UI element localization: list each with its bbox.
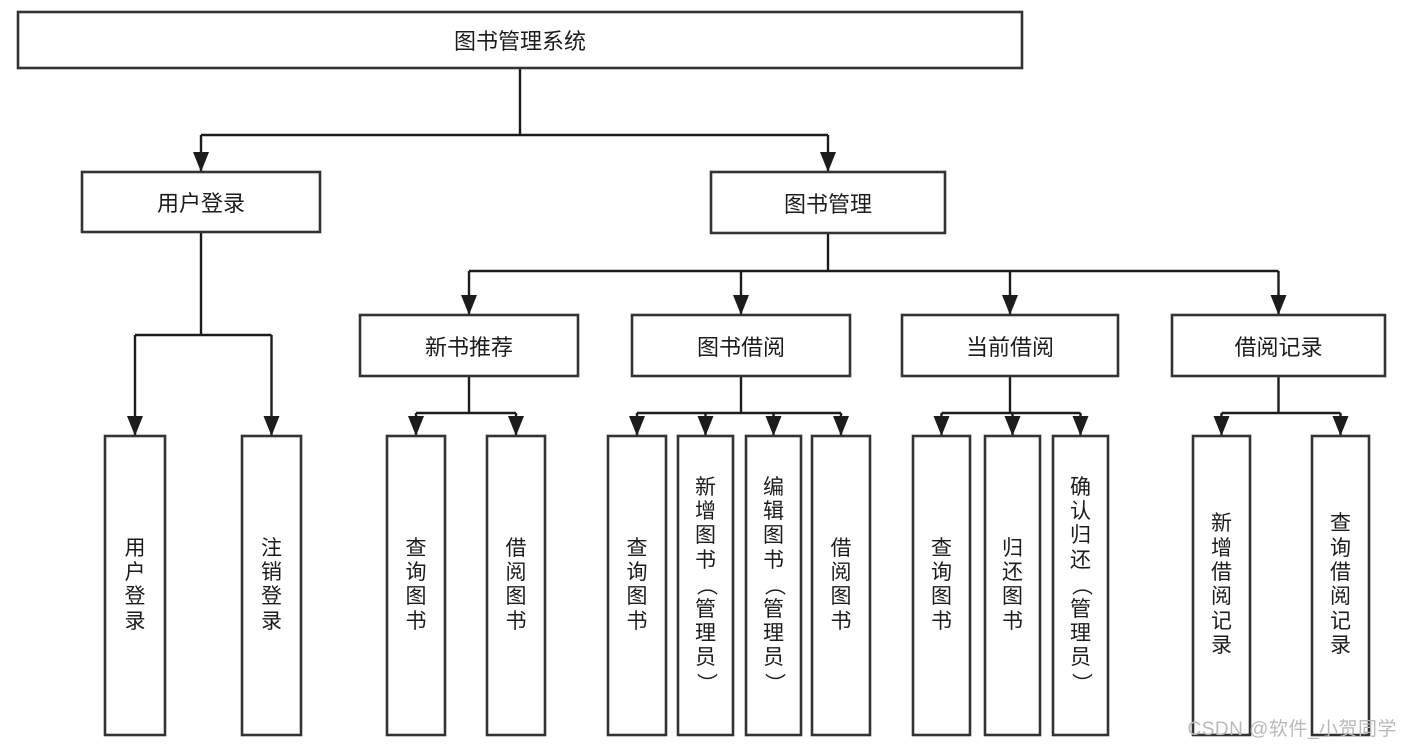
arrowhead (408, 416, 424, 436)
node-box-leaf-confirm-return-admin[interactable] (1051, 434, 1110, 737)
node-box-new-book-recommend[interactable] (358, 313, 580, 378)
arrowhead (933, 416, 950, 436)
node-box-root[interactable] (16, 10, 1024, 70)
node-box-leaf-query-borrow-record[interactable] (1310, 434, 1371, 737)
node-box-leaf-query-book-rec[interactable] (385, 434, 447, 737)
arrowhead (263, 416, 280, 436)
node-box-leaf-add-borrow-record[interactable] (1191, 434, 1252, 737)
arrowhead (127, 416, 143, 436)
arrowhead (697, 416, 714, 436)
node-box-leaf-borrow-book-rec[interactable] (485, 434, 547, 737)
node-box-user-login[interactable] (80, 170, 322, 234)
arrowhead (461, 295, 477, 315)
connector-layer (127, 68, 1349, 436)
node-box-leaf-add-book-admin[interactable] (676, 434, 735, 737)
arrowhead (765, 416, 782, 436)
arrowhead (629, 416, 645, 436)
arrowhead (1004, 416, 1021, 436)
arrowhead (1002, 295, 1018, 315)
node-box-leaf-query-book-cur[interactable] (911, 434, 972, 737)
node-box-book-borrow[interactable] (630, 313, 852, 378)
node-box-leaf-user-logout[interactable] (240, 434, 303, 737)
arrowhead (1072, 416, 1089, 436)
node-box-leaf-return-book[interactable] (983, 434, 1042, 737)
node-layer (16, 10, 1387, 737)
arrowhead (820, 152, 836, 172)
arrowhead (508, 416, 524, 436)
arrowhead (1270, 295, 1287, 315)
arrowhead (733, 295, 749, 315)
node-box-leaf-user-login[interactable] (103, 434, 167, 737)
node-box-leaf-borrow-book[interactable] (810, 434, 872, 737)
node-box-borrow-record[interactable] (1170, 313, 1387, 378)
node-box-current-borrow[interactable] (900, 313, 1120, 378)
arrowhead (1213, 416, 1230, 436)
arrowhead (833, 416, 849, 436)
arrowhead (1332, 416, 1349, 436)
arrowhead (193, 152, 209, 172)
node-box-book-manage[interactable] (709, 170, 947, 235)
node-box-leaf-query-book-borrow[interactable] (606, 434, 668, 737)
watermark-text: CSDN @软件_小贺同学 (1187, 719, 1397, 740)
node-box-leaf-edit-book-admin[interactable] (744, 434, 803, 737)
